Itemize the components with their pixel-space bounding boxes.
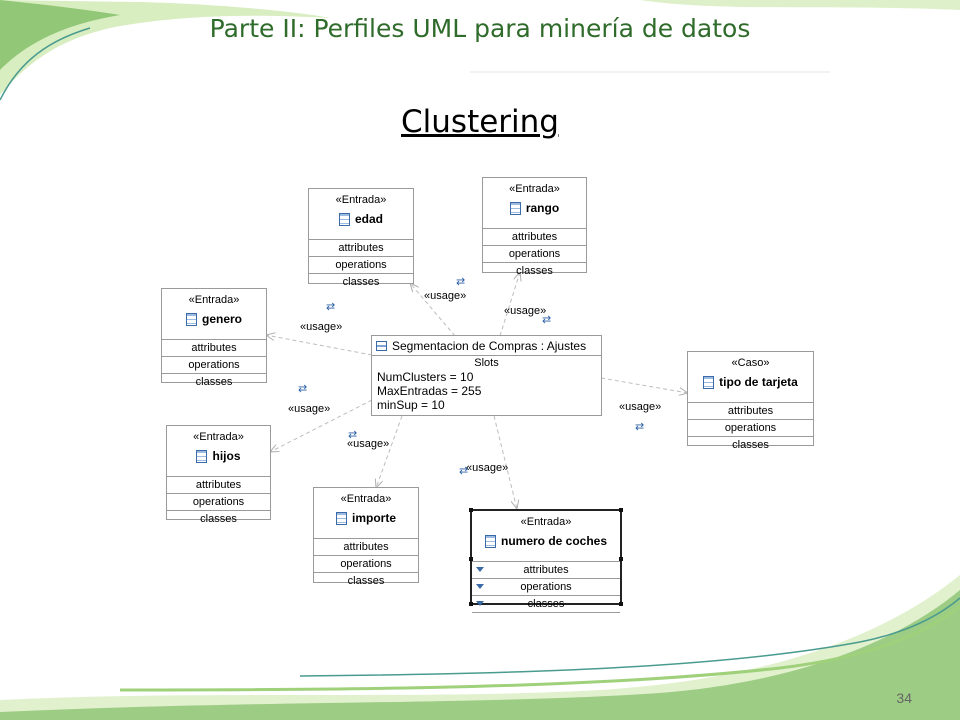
compartment-attributes[interactable]: attributes — [314, 539, 418, 556]
compartment-classes[interactable]: classes — [516, 265, 553, 277]
class-name: rango — [525, 201, 560, 215]
compartment-classes[interactable]: classes — [732, 439, 769, 451]
edge-edad — [410, 283, 456, 337]
instance-title: Segmentacion de Compras : Ajustes — [392, 338, 587, 353]
usage-icon: ⇄ — [348, 429, 358, 441]
edge-label-hijos: «usage» — [288, 403, 331, 415]
edge-genero — [266, 335, 373, 356]
edge-label-genero: «usage» — [300, 321, 343, 333]
edge-label-tipo: «usage» — [619, 401, 662, 413]
usage-icon: ⇄ — [456, 276, 466, 288]
instance-icon — [376, 340, 387, 351]
class-edad[interactable]: «Entrada» edad attributes operations cla… — [308, 188, 414, 288]
class-numero-de-coches[interactable]: «Entrada» numero de coches attributes op… — [469, 508, 623, 613]
class-icon — [338, 212, 350, 226]
class-icon — [484, 534, 496, 548]
compartment-classes[interactable]: classes — [200, 513, 237, 525]
class-name: hijos — [212, 449, 241, 463]
class-importe[interactable]: «Entrada» importe attributes operations … — [313, 487, 419, 587]
edge-importe — [376, 415, 403, 488]
usage-icon: ⇄ — [635, 421, 645, 433]
compartment-label: operations — [520, 581, 572, 593]
edge-label-rango: «usage» — [504, 305, 547, 317]
resize-handle[interactable] — [619, 557, 623, 561]
usage-icon: ⇄ — [326, 301, 336, 313]
compartment-label: attributes — [523, 564, 569, 576]
class-name: importe — [351, 511, 396, 525]
compartment-operations[interactable]: operations — [167, 494, 270, 511]
compartment-label: classes — [527, 598, 565, 610]
stereotype: «Entrada» — [340, 493, 392, 505]
slot-maxentradas: MaxEntradas = 255 — [377, 384, 482, 398]
edge-rango — [499, 272, 520, 337]
stereotype: «Caso» — [731, 357, 770, 369]
slide-subtitle: Clustering — [401, 104, 559, 140]
class-icon — [335, 511, 347, 525]
resize-handle[interactable] — [469, 557, 473, 561]
compartment-attributes[interactable]: attributes — [472, 562, 620, 579]
usage-icon: ⇄ — [298, 383, 308, 395]
resize-handle[interactable] — [619, 602, 623, 606]
stereotype: «Entrada» — [335, 194, 387, 206]
compartment-attributes[interactable]: attributes — [309, 240, 413, 257]
edge-coches — [493, 415, 517, 509]
compartment-operations[interactable]: operations — [162, 357, 266, 374]
compartment-attributes[interactable]: attributes — [688, 403, 813, 420]
edge-tipo — [600, 377, 688, 393]
class-icon — [703, 375, 715, 389]
class-name: numero de coches — [500, 534, 608, 548]
triangle-icon — [476, 601, 484, 606]
resize-handle[interactable] — [619, 508, 623, 512]
edge-label-coches: «usage» — [466, 462, 509, 474]
stereotype: «Entrada» — [193, 431, 244, 443]
compartment-classes[interactable]: classes — [195, 376, 233, 388]
compartment-attributes[interactable]: attributes — [167, 477, 270, 494]
stereotype: «Entrada» — [188, 294, 240, 306]
class-icon — [185, 312, 197, 326]
resize-handle[interactable] — [469, 602, 473, 606]
slots-header: Slots — [474, 357, 499, 369]
class-name: genero — [201, 312, 242, 326]
compartment-attributes[interactable]: attributes — [162, 340, 266, 357]
usage-icon: ⇄ — [459, 465, 469, 477]
compartment-classes[interactable]: classes — [347, 575, 385, 587]
compartment-operations[interactable]: operations — [309, 257, 413, 274]
class-rango[interactable]: «Entrada» rango attributes operations cl… — [482, 177, 587, 277]
slot-numclusters: NumClusters = 10 — [377, 370, 474, 384]
compartment-operations[interactable]: operations — [688, 420, 813, 437]
class-genero[interactable]: «Entrada» genero attributes operations c… — [161, 288, 267, 388]
page-number: 34 — [896, 690, 912, 706]
compartment-classes[interactable]: classes — [472, 596, 620, 613]
edge-label-importe: «usage» — [347, 438, 390, 450]
class-name: tipo de tarjeta — [719, 375, 798, 389]
resize-handle[interactable] — [469, 508, 473, 512]
instance-segmentacion-compras[interactable]: Segmentacion de Compras : Ajustes Slots … — [371, 335, 602, 416]
edge-hijos — [270, 399, 373, 452]
usage-icon: ⇄ — [542, 314, 552, 326]
class-icon — [509, 201, 521, 215]
compartment-operations[interactable]: operations — [314, 556, 418, 573]
triangle-icon — [476, 584, 484, 589]
stereotype: «Entrada» — [520, 516, 572, 528]
stereotype: «Entrada» — [509, 183, 560, 195]
class-name: edad — [354, 212, 383, 226]
class-hijos[interactable]: «Entrada» hijos attributes operations cl… — [166, 425, 271, 525]
slot-minsup: minSup = 10 — [377, 398, 445, 412]
compartment-attributes[interactable]: attributes — [483, 229, 586, 246]
compartment-classes[interactable]: classes — [342, 276, 380, 288]
class-tipo-de-tarjeta[interactable]: «Caso» tipo de tarjeta attributes operat… — [687, 351, 814, 451]
class-icon — [196, 449, 208, 463]
compartment-operations[interactable]: operations — [472, 579, 620, 596]
slide-title: Parte II: Perfiles UML para minería de d… — [209, 14, 751, 43]
compartment-operations[interactable]: operations — [483, 246, 586, 263]
edge-label-edad: «usage» — [424, 290, 467, 302]
triangle-icon — [476, 567, 484, 572]
